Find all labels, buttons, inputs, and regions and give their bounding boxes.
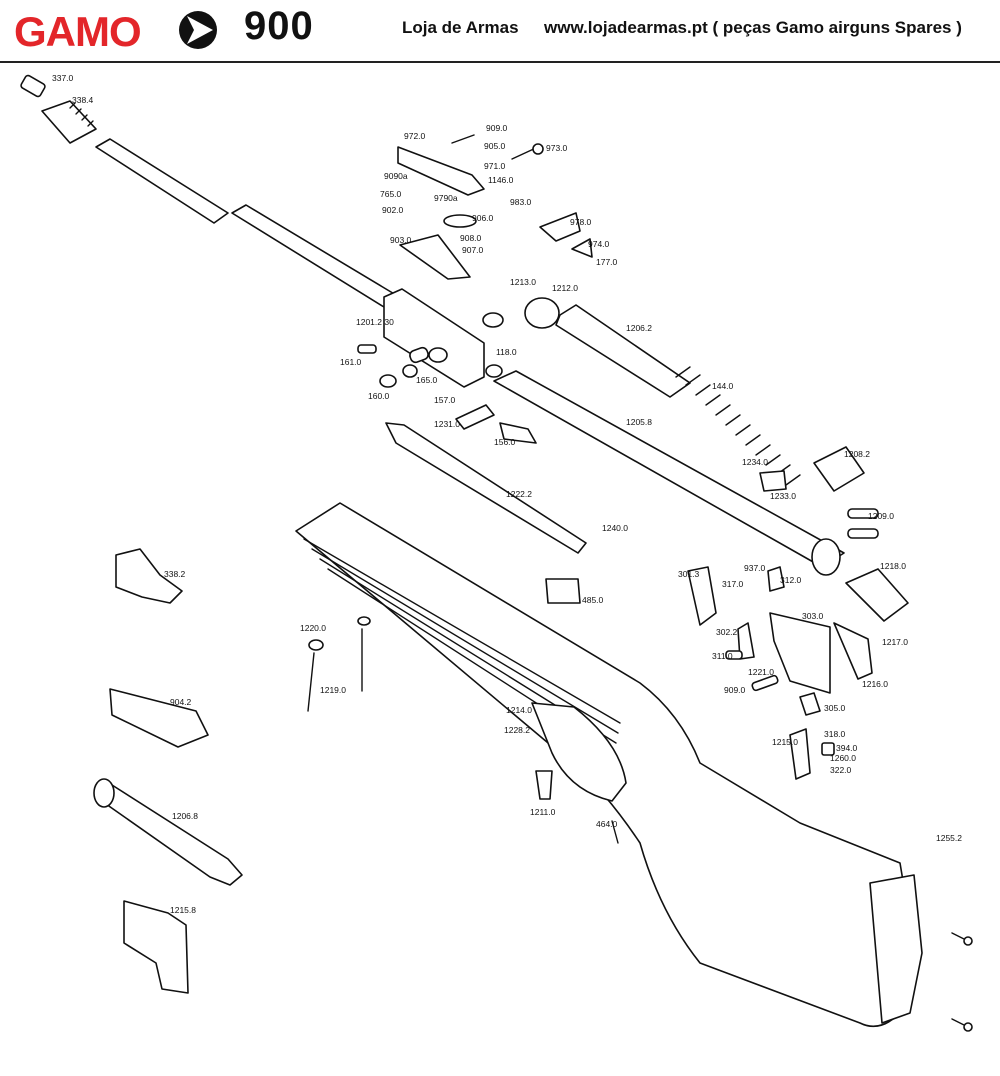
- header: GAMO 900 Loja de Armas www.lojadearmas.p…: [0, 0, 1000, 63]
- part-label-52: 1221.0: [748, 667, 774, 677]
- part-label-25: 118.0: [496, 347, 517, 357]
- part-label-3: 909.0: [486, 123, 508, 133]
- part-label-7: 1146.0: [488, 175, 514, 185]
- part-label-29: 157.0: [434, 395, 456, 405]
- part-label-49: 1217.0: [882, 637, 908, 647]
- part-label-48: 302.2: [716, 627, 738, 637]
- part-label-15: 907.0: [462, 245, 484, 255]
- part-label-13: 906.0: [472, 213, 494, 223]
- part-label-28: 160.0: [368, 391, 390, 401]
- part-label-8: 9090a: [384, 171, 408, 181]
- part-label-55: 909.0: [724, 685, 746, 695]
- part-label-40: 937.0: [744, 563, 766, 573]
- part-label-68: 1215.8: [170, 905, 196, 915]
- part-label-23: 1206.2: [626, 323, 652, 333]
- part-label-59: 318.0: [824, 729, 846, 739]
- part-label-46: 1220.0: [300, 623, 326, 633]
- part-label-18: 974.0: [588, 239, 610, 249]
- part-label-64: 1206.8: [172, 811, 198, 821]
- part-label-19: 177.0: [596, 257, 618, 267]
- part-label-57: 1214.0: [506, 705, 532, 715]
- part-label-34: 1234.0: [742, 457, 768, 467]
- part-label-30: 1231.0: [434, 419, 460, 429]
- part-label-36: 1222.2: [506, 489, 532, 499]
- rear-sight-parts: [397, 134, 593, 280]
- part-label-1: 338.4: [72, 95, 94, 105]
- stock-screws: [951, 932, 973, 1032]
- part-label-21: 1212.0: [552, 283, 578, 293]
- piston-spring-parts: [482, 297, 865, 492]
- part-label-33: 1208.2: [844, 449, 870, 459]
- part-label-39: 1240.0: [602, 523, 628, 533]
- part-label-2: 972.0: [404, 131, 426, 141]
- part-label-58: 1228.2: [504, 725, 530, 735]
- part-label-56: 305.0: [824, 703, 846, 713]
- part-label-24: 161.0: [340, 357, 362, 367]
- part-label-53: 1216.0: [862, 679, 888, 689]
- part-label-41: 1218.0: [880, 561, 906, 571]
- spare-parts-left: [93, 548, 243, 994]
- part-label-60: 1215.0: [772, 737, 798, 747]
- part-label-6: 971.0: [484, 161, 506, 171]
- exploded-parts-diagram: 337.0 338.4 972.0 909.0 905.0 973.0 971.0 1146.…: [0, 63, 1000, 1076]
- stock-part: [295, 502, 923, 1028]
- part-label-9: 765.0: [380, 189, 402, 199]
- cocking-lever-part: [385, 422, 587, 604]
- shop-url[interactable]: www.lojadearmas.pt ( peças Gamo airguns …: [544, 18, 962, 37]
- part-label-51: 1219.0: [320, 685, 346, 695]
- front-sight-part: [20, 74, 97, 144]
- shop-name[interactable]: Loja de Armas: [402, 18, 519, 37]
- header-divider: [0, 61, 1000, 63]
- part-label-43: 317.0: [722, 579, 744, 589]
- part-label-44: 312.0: [780, 575, 802, 585]
- part-label-12: 902.0: [382, 205, 404, 215]
- part-label-50: 311.0: [712, 651, 733, 661]
- gamo-arrow-chevron: [187, 16, 213, 44]
- part-label-4: 905.0: [484, 141, 506, 151]
- part-label-66: 464.0: [596, 819, 618, 829]
- part-label-63: 322.0: [830, 765, 852, 775]
- part-label-26: 165.0: [416, 375, 438, 385]
- part-label-62: 1260.0: [830, 753, 856, 763]
- part-labels-layer: 337.0 338.4 972.0 909.0 905.0 973.0 971.0 1146.…: [52, 73, 962, 915]
- gamo-logo[interactable]: GAMO: [14, 6, 220, 52]
- small-fasteners: [307, 344, 495, 712]
- part-label-17: 903.0: [390, 235, 412, 245]
- part-label-67: 1255.2: [936, 833, 962, 843]
- part-label-20: 1213.0: [510, 277, 536, 287]
- part-label-27: 144.0: [712, 381, 734, 391]
- part-label-65: 1211.0: [530, 807, 556, 817]
- part-label-45: 485.0: [582, 595, 604, 605]
- part-label-37: 1209.0: [868, 511, 894, 521]
- part-label-42: 301.3: [678, 569, 700, 579]
- compression-cylinder-part: [493, 370, 909, 622]
- gamo-logo-text: GAMO: [14, 8, 141, 52]
- part-label-0: 337.0: [52, 73, 74, 83]
- part-label-11: 983.0: [510, 197, 532, 207]
- part-label-10: 9790a: [434, 193, 458, 203]
- part-label-32: 1205.8: [626, 417, 652, 427]
- model-title: 900: [244, 4, 314, 48]
- part-label-47: 303.0: [802, 611, 824, 621]
- part-label-31: 156.0: [494, 437, 516, 447]
- part-label-54: 904.2: [170, 697, 192, 707]
- part-label-38: 338.2: [164, 569, 186, 579]
- part-label-61: 394.0: [836, 743, 858, 753]
- trigger-group-parts: [535, 566, 873, 844]
- part-label-5: 973.0: [546, 143, 568, 153]
- part-label-16: 978.0: [570, 217, 592, 227]
- breech-block-part: [383, 288, 485, 388]
- part-label-35: 1233.0: [770, 491, 796, 501]
- barrel-part: [95, 138, 397, 308]
- part-label-22: 1201.2 30: [356, 317, 394, 327]
- part-label-14: 908.0: [460, 233, 482, 243]
- diagram-canvas: 337.0 338.4 972.0 909.0 905.0 973.0 971.0 1146.…: [20, 73, 973, 1032]
